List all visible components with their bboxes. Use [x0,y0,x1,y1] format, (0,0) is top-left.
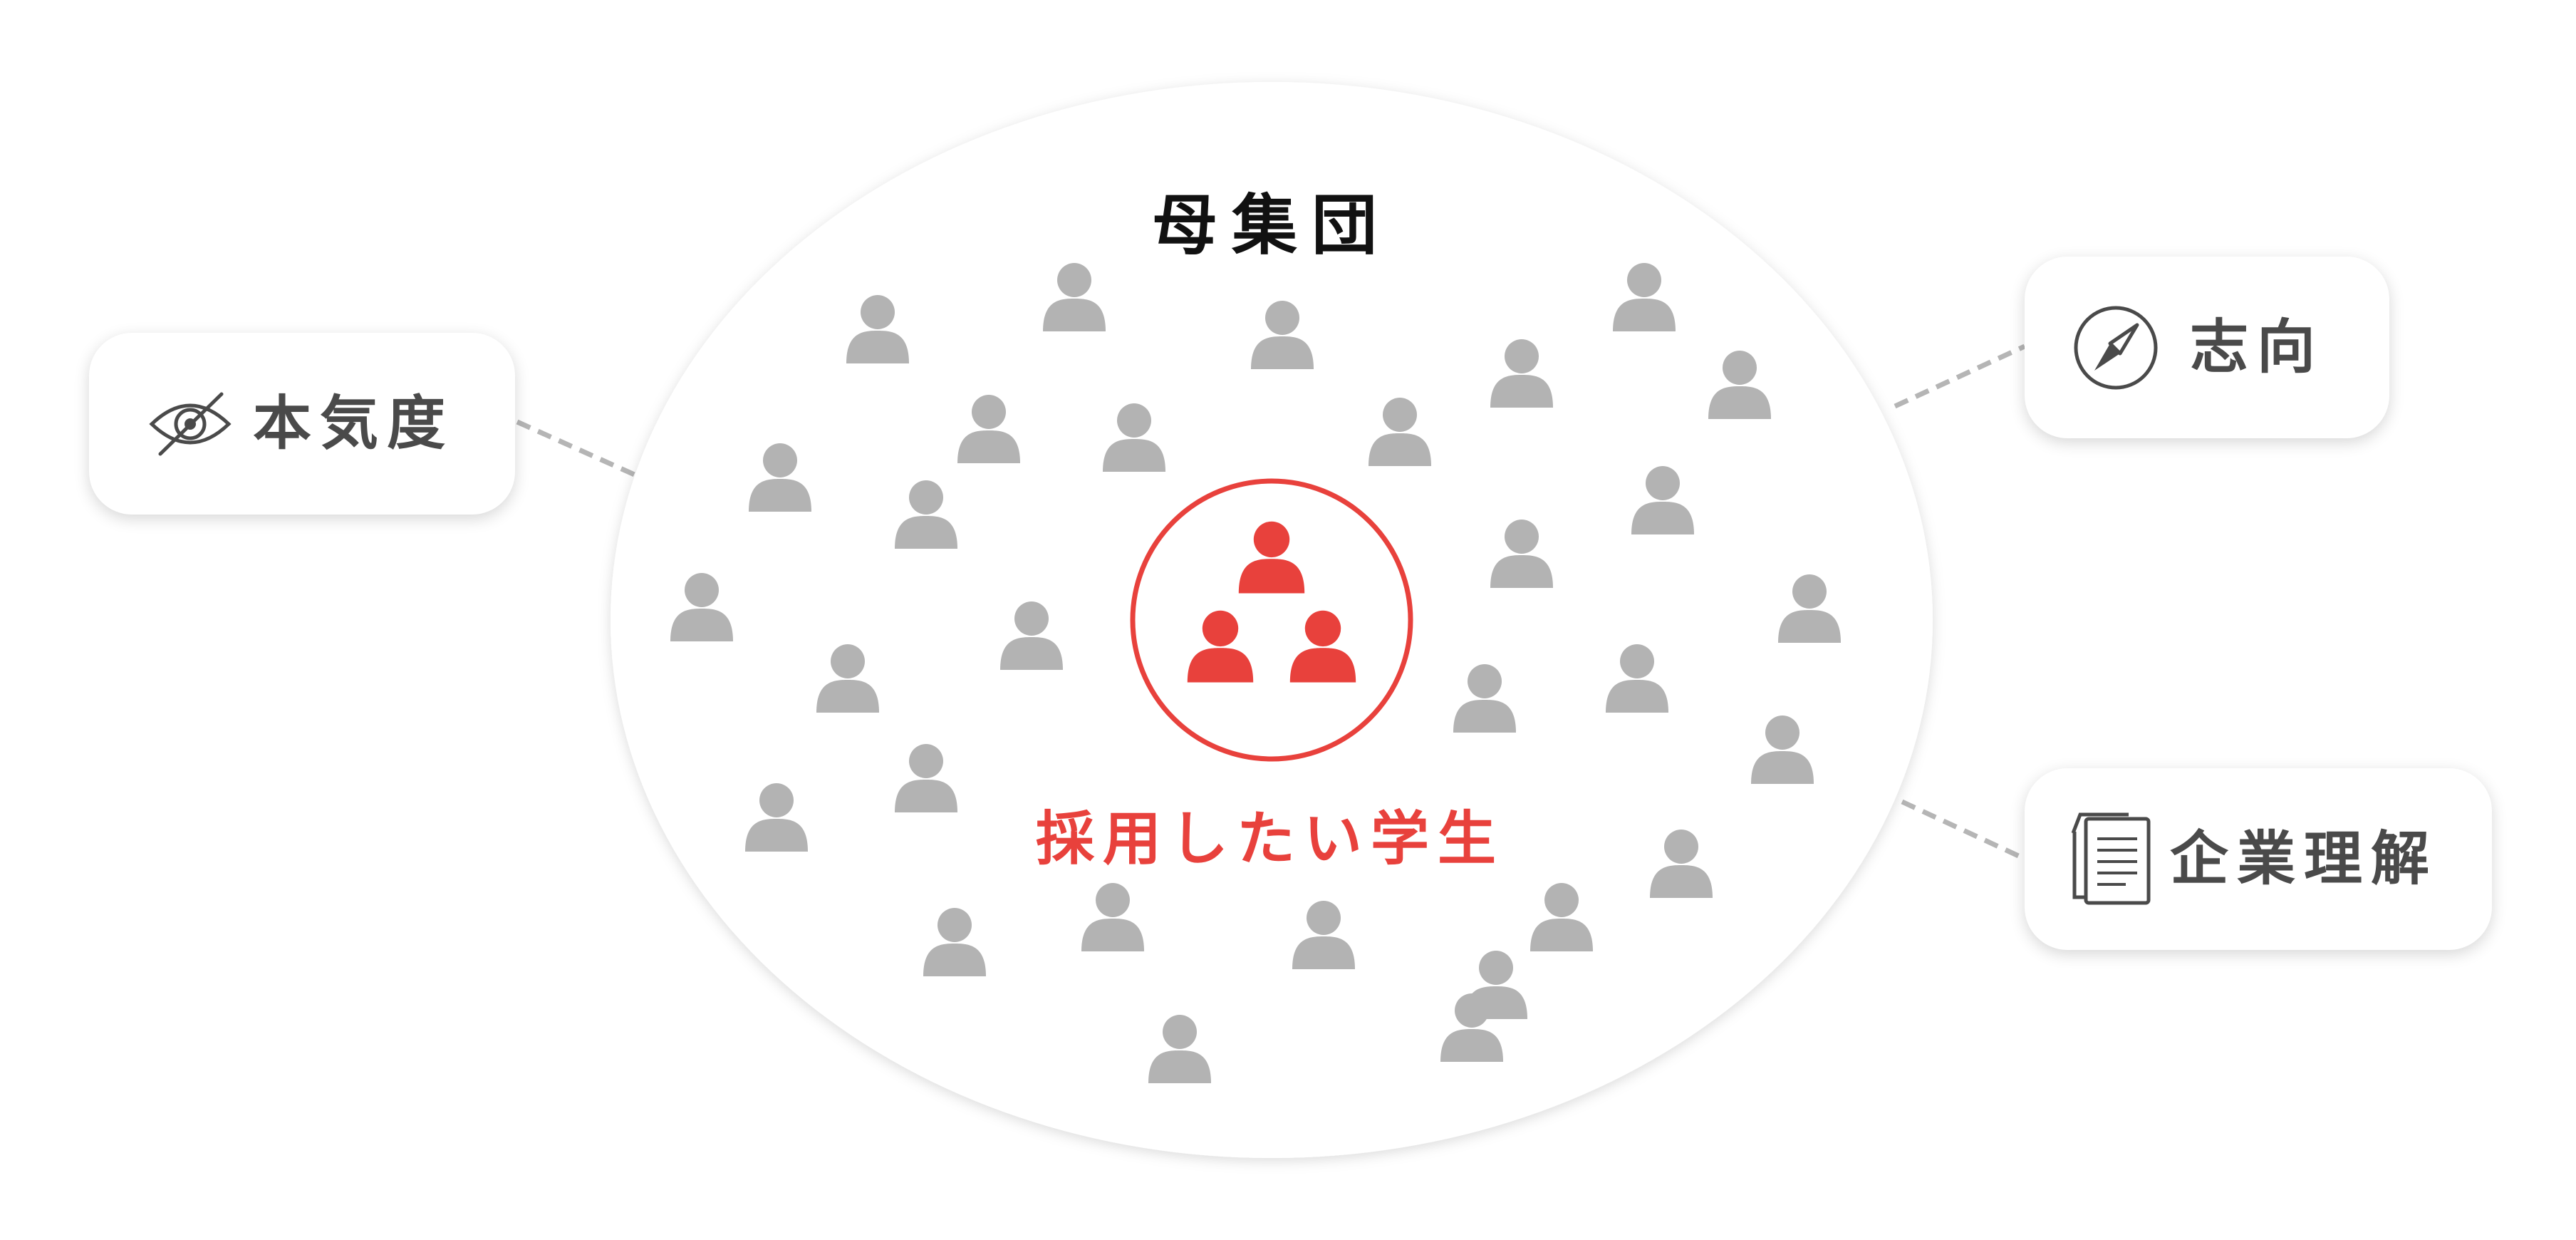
person-icon [1751,715,1814,784]
person-icon [1490,520,1553,588]
person-icon [1530,883,1593,951]
person-icon [749,443,811,512]
person-icon [1650,830,1713,898]
person-icon [1187,610,1254,683]
person-icon [1778,574,1841,643]
compass-icon [2074,306,2158,389]
person-icon [895,480,957,549]
person-icon [1238,521,1305,594]
person-icon [895,744,957,812]
callout-seriousness: 本気度 [89,333,515,515]
person-icon [1708,351,1771,419]
population-people [670,263,1841,1083]
callout-understanding: 企業理解 [2025,768,2492,950]
person-icon [816,644,879,713]
person-icon [1292,901,1355,969]
person-icon [670,573,733,641]
person-icon [1368,398,1431,466]
person-icon [1289,610,1356,683]
document-icon [2071,812,2151,904]
population-title: 母集団 [1152,187,1391,264]
person-icon [1103,403,1165,472]
person-icon [1453,664,1516,733]
connector-line-understanding [1901,799,2026,862]
target-label: 採用したい学生 [1036,805,1505,873]
connector-line-seriousness [516,419,639,479]
person-icon [1148,1015,1211,1083]
target-circle [1130,478,1413,762]
callout-label-orientation: 志向 [2190,313,2325,381]
connector-line-orientation [1894,343,2026,409]
person-icon [1606,644,1668,713]
person-icon [1000,601,1063,670]
person-icon [1081,883,1144,951]
person-icon [923,908,986,976]
callout-label-seriousness: 本気度 [253,389,455,458]
callout-label-understanding: 企業理解 [2170,825,2439,893]
person-icon [957,395,1020,463]
person-icon [1613,263,1676,331]
target-people-group [1187,521,1356,683]
person-icon [1251,301,1314,369]
person-icon [1631,466,1694,534]
person-icon [745,783,808,852]
person-icon [1043,263,1106,331]
person-icon [846,295,909,363]
eye-slash-icon [149,392,232,455]
callout-orientation: 志向 [2025,257,2389,438]
person-icon [1490,339,1553,408]
person-icon [1465,951,1527,1019]
